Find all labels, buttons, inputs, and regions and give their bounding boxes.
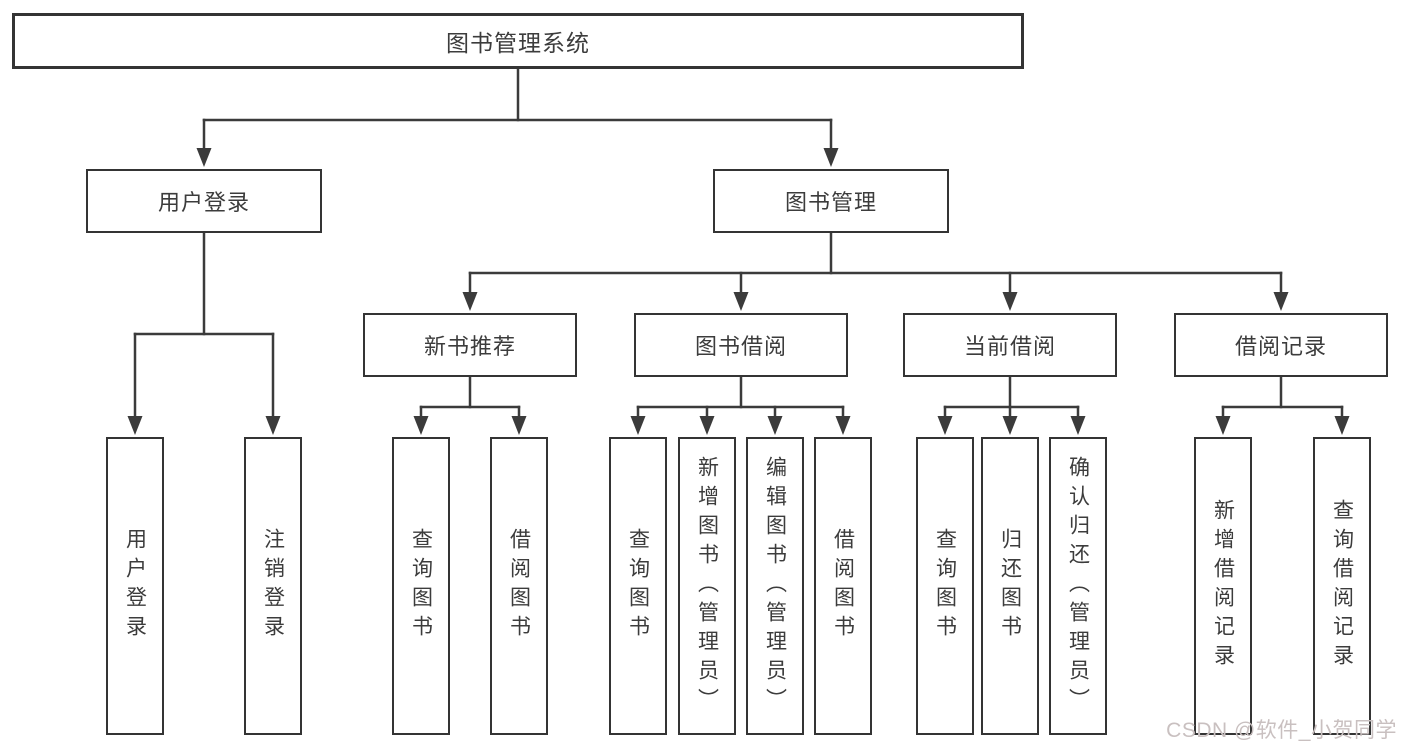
node-query-borrow-record: 查询借阅记录: [1313, 437, 1371, 735]
node-library-management-system: 图书管理系统: [12, 13, 1024, 69]
leaf-label: 查询图书: [626, 528, 650, 644]
node-new-book-recommend: 新书推荐: [363, 313, 577, 377]
node-borrowing-records: 借阅记录: [1174, 313, 1388, 377]
arrowheads: [127, 148, 1350, 435]
node-query-books-borrowing: 查询图书: [609, 437, 667, 735]
leaf-label: 注销登录: [261, 528, 285, 644]
node-add-borrow-record: 新增借阅记录: [1194, 437, 1252, 735]
leaf-label: 借阅图书: [831, 528, 855, 644]
node-add-books-admin: 新增图书（管理员）: [678, 437, 736, 735]
node-borrow-books: 借阅图书: [814, 437, 872, 735]
leaf-label: 查询图书: [933, 528, 957, 644]
leaf-label: 查询借阅记录: [1330, 499, 1354, 673]
leaf-label: 用户登录: [123, 528, 147, 644]
node-confirm-return-admin: 确认归还（管理员）: [1049, 437, 1107, 735]
leaf-label: 确认归还（管理员）: [1066, 455, 1090, 717]
leaf-label: 归还图书: [998, 528, 1022, 644]
leaf-label: 查询图书: [409, 528, 433, 644]
node-book-borrowing: 图书借阅: [634, 313, 848, 377]
node-query-books-current: 查询图书: [916, 437, 974, 735]
node-book-management: 图书管理: [713, 169, 949, 233]
csdn-watermark: CSDN @软件_小贺同学: [1166, 719, 1397, 742]
leaf-label: 新增图书（管理员）: [695, 455, 719, 717]
node-return-books: 归还图书: [981, 437, 1039, 735]
leaf-label: 新增借阅记录: [1211, 499, 1235, 673]
node-edit-books-admin: 编辑图书（管理员）: [746, 437, 804, 735]
leaf-label: 编辑图书（管理员）: [763, 455, 787, 717]
node-user-login: 用户登录: [86, 169, 322, 233]
node-user-login-leaf: 用户登录: [106, 437, 164, 735]
node-query-books-recommend: 查询图书: [392, 437, 450, 735]
node-borrow-books-recommend: 借阅图书: [490, 437, 548, 735]
node-logout: 注销登录: [244, 437, 302, 735]
leaf-label: 借阅图书: [507, 528, 531, 644]
node-current-borrowing: 当前借阅: [903, 313, 1117, 377]
